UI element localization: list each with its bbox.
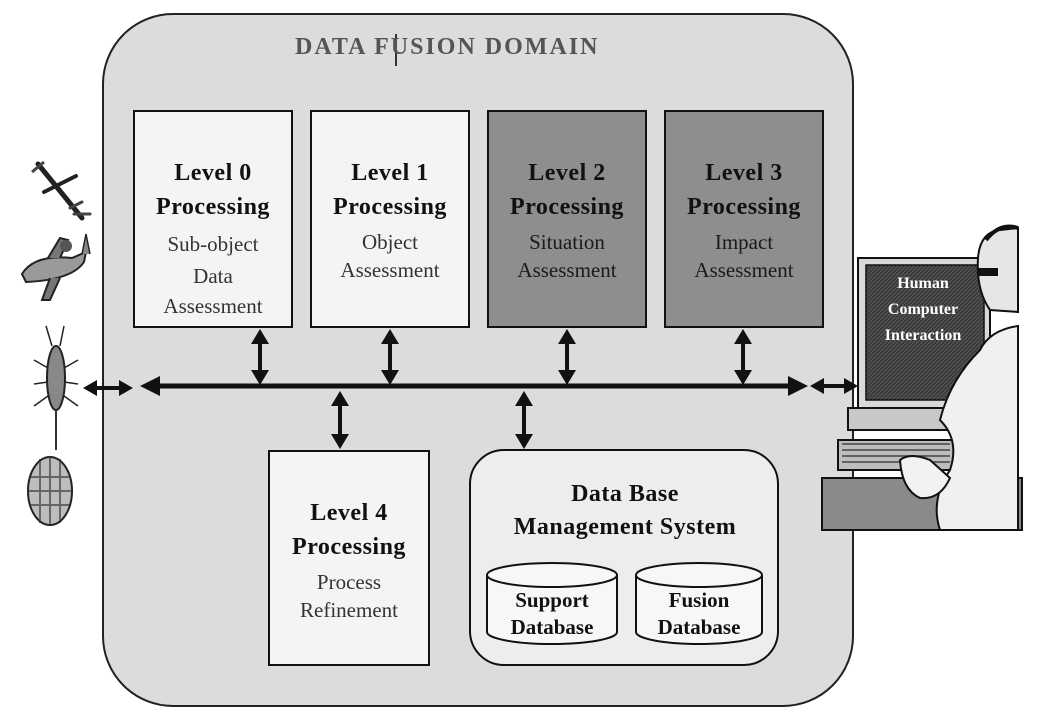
level-1-bus-arrow	[381, 329, 399, 385]
level-0-box: Level 0 Processing Sub-object Data Asses…	[133, 110, 293, 328]
level-0-bus-arrow	[251, 329, 269, 385]
level-3-subtitle-1: Impact	[714, 230, 774, 254]
satellite-icon	[27, 456, 73, 526]
level-4-subtitle-2: Refinement	[300, 598, 398, 622]
hci-line-2: Computer	[887, 301, 959, 318]
level-1-heading: Level 1	[351, 160, 429, 186]
level-4-box: Level 4 Processing Process Refinement	[268, 450, 430, 666]
sources-bus-arrow	[83, 380, 133, 396]
support-database-cylinder	[486, 562, 618, 645]
hci-line-3: Interaction	[884, 327, 962, 344]
level-4-subtitle-1: Process	[316, 570, 382, 594]
dbms-title: Data Base Management System	[470, 478, 780, 544]
hci-bus-arrow	[810, 378, 858, 394]
level-0-heading: Level 0	[174, 160, 252, 186]
fusion-database-line-1: Fusion	[668, 588, 730, 612]
support-database-line-2: Database	[510, 615, 594, 639]
aircraft-icon	[20, 233, 91, 301]
hci-label: Human Computer Interaction	[862, 271, 984, 349]
data-bus	[140, 376, 808, 396]
fusion-database-cylinder	[635, 562, 763, 645]
level-1-processing: Processing	[333, 194, 447, 220]
level-3-bus-arrow	[734, 329, 752, 385]
level-3-subtitle-2: Assessment	[694, 258, 794, 282]
hci-line-1: Human	[897, 275, 949, 292]
level-2-subtitle-2: Assessment	[517, 258, 617, 282]
level-0-subtitle-3: Assessment	[163, 294, 263, 318]
operator-icon	[898, 224, 1019, 531]
level-1-subtitle-1: Object	[362, 230, 418, 254]
dbms-bus-arrow	[515, 391, 533, 449]
domain-title: DATA FUSION DOMAIN	[295, 34, 600, 60]
level-2-processing: Processing	[510, 194, 624, 220]
level-3-box: Level 3 Processing Impact Assessment	[664, 110, 824, 328]
level-2-box: Level 2 Processing Situation Assessment	[487, 110, 647, 328]
dbms-title-line-1: Data Base	[571, 481, 679, 507]
level-3-heading: Level 3	[705, 160, 783, 186]
level-2-subtitle-1: Situation	[529, 230, 605, 254]
level-1-box: Level 1 Processing Object Assessment	[310, 110, 470, 328]
level-3-processing: Processing	[687, 194, 801, 220]
fusion-database-label: Fusion Database	[636, 587, 762, 641]
uav-icon	[31, 160, 92, 221]
level-4-heading: Level 4	[310, 500, 388, 526]
level-4-bus-arrow	[331, 391, 349, 449]
level-4-processing: Processing	[292, 534, 406, 560]
dbms-title-line-2: Management System	[513, 514, 737, 540]
support-database-line-1: Support	[515, 588, 589, 612]
level-2-bus-arrow	[558, 329, 576, 385]
level-0-processing: Processing	[156, 194, 270, 220]
level-2-heading: Level 2	[528, 160, 606, 186]
insect-icon	[33, 325, 79, 450]
level-0-subtitle-2: Data	[193, 264, 233, 288]
fusion-database-line-2: Database	[657, 615, 741, 639]
level-0-subtitle-1: Sub-object	[167, 232, 259, 256]
support-database-label: Support Database	[487, 587, 617, 641]
level-1-subtitle-2: Assessment	[340, 258, 440, 282]
